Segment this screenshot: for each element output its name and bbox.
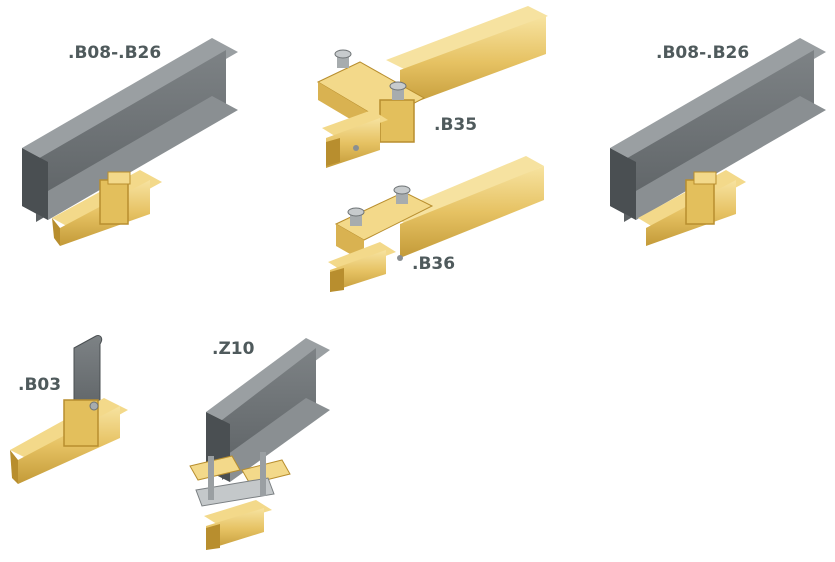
bolt-icon	[334, 49, 352, 68]
steel-i-beam	[206, 338, 330, 482]
label-b03: .B03	[18, 375, 61, 395]
brass-rail-clamp	[638, 170, 746, 246]
bolt-head-icon	[353, 145, 359, 151]
brass-lower-rail	[322, 110, 388, 168]
brass-rail-clamp	[10, 398, 128, 484]
assembly-b36: .B36	[328, 156, 544, 292]
brass-lower-rail	[328, 242, 396, 292]
bolt-icon	[389, 81, 407, 100]
bolt-head-icon	[397, 255, 403, 261]
steel-flat-bar	[73, 335, 103, 421]
label-b08-b26-left: .B08-.B26	[68, 43, 161, 63]
brass-lower-rail	[204, 500, 272, 550]
label-z10: .Z10	[212, 339, 255, 359]
brass-rail-clamp	[52, 170, 162, 246]
bolt-head-icon	[89, 401, 99, 411]
assembly-b03: .B03	[10, 335, 128, 484]
brass-square-rail	[386, 6, 548, 108]
bolt-icon	[208, 452, 266, 500]
label-b08-b26-right: .B08-.B26	[656, 43, 749, 63]
steel-i-beam	[22, 38, 238, 222]
assembly-b08-b26-left: .B08-.B26	[22, 38, 238, 246]
bolt-icon	[347, 207, 365, 226]
assembly-b08-b26-right: .B08-.B26	[610, 38, 826, 246]
label-b36: .B36	[412, 254, 455, 274]
assembly-b35: .B35	[316, 6, 548, 168]
steel-i-beam	[610, 38, 826, 222]
bolt-icon	[393, 185, 411, 204]
label-b35: .B35	[434, 115, 477, 135]
steel-hanger-plate	[195, 477, 275, 507]
assembly-z10: .Z10	[189, 338, 330, 550]
